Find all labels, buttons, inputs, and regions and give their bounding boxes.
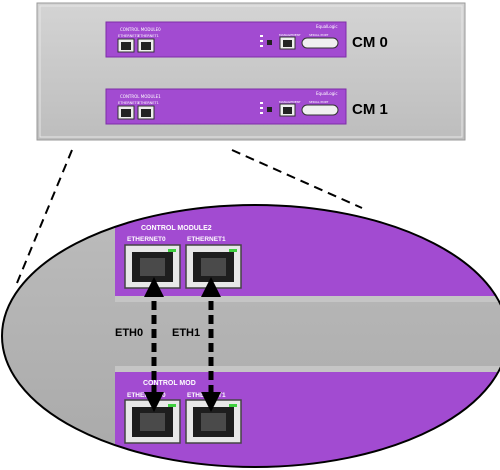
ethernet-port-0-socket [121,42,131,50]
reset-button[interactable] [267,40,272,45]
zoom-bottom-ethernet-port-1[interactable] [185,399,242,444]
chassis-bevel [39,5,463,138]
eth-links: ETH0 ETH1 [115,277,221,412]
zoom-top-module-rail [115,296,500,302]
leader-line-left [16,149,73,284]
management-label: MANAGEMENT [279,33,301,37]
eth1-link-label: ETH1 [172,327,200,339]
link-led [168,249,176,252]
zoom-top-port-label-eth0: ETHERNET0 [127,236,166,243]
serial-port-label: SERIAL PORT [309,33,328,37]
management-label: MANAGEMENT [279,100,301,104]
ethernet-port-0-socket [121,109,131,117]
control-module-1: CONTROL MODULE1 ETHERNET0 ETHERNET1 Equa… [105,88,388,125]
port-label-eth0: ETHERNET0 [118,34,139,38]
brand-label: EqualLogic [316,24,338,29]
zoom-bottom-ethernet-port-0[interactable] [124,399,181,444]
zoom-bottom-port-label-eth0: ETHERNET0 [127,392,166,399]
module-label-cm1: CM 1 [352,101,388,118]
status-led [260,35,263,37]
module-title: CONTROL MODULE0 [120,27,161,32]
module-title: CONTROL MODULE1 [120,94,161,99]
zoom-ellipse-outline [1,204,500,468]
zoom-bottom-module-title: CONTROL MOD [143,380,196,387]
zoom-top-ethernet-port-1[interactable] [185,244,242,289]
zoom-bottom-port-label-eth1: ETHERNET1 [187,392,226,399]
leader-line-right [231,149,363,209]
link-led [168,404,176,407]
control-module-0: CONTROL MODULE0 ETHERNET0 ETHERNET1 Equa… [105,21,388,58]
management-port-socket [283,107,292,114]
zoom-detail: CONTROL MODULE2 ETHERNET0 ETHERNET1 CONT… [1,204,500,468]
port-label-eth1: ETHERNET1 [138,34,159,38]
ethernet-port-1-socket [141,109,151,117]
storage-chassis: CONTROL MODULE0 ETHERNET0 ETHERNET1 Equa… [36,2,466,141]
reset-button[interactable] [267,107,272,112]
link-led [229,249,237,252]
zoom-top-ethernet-port-0[interactable] [124,244,181,289]
zoom-leader-lines [16,149,363,284]
status-led [260,107,263,109]
port-label-eth1: ETHERNET1 [138,101,159,105]
status-led [260,102,263,104]
zoom-top-module-title: CONTROL MODULE2 [141,225,212,232]
link-led [229,404,237,407]
status-led [260,112,263,114]
zoom-bottom-module-rail [115,366,500,372]
ethernet-port-1-socket [141,42,151,50]
status-led [260,40,263,42]
serial-port-label: SERIAL PORT [309,100,328,104]
serial-port[interactable] [301,37,339,49]
module-label-cm0: CM 0 [352,34,388,51]
eth0-link-label: ETH0 [115,327,143,339]
brand-label: EqualLogic [316,91,338,96]
port-label-eth0: ETHERNET0 [118,101,139,105]
zoom-top-port-label-eth1: ETHERNET1 [187,236,226,243]
serial-port[interactable] [301,104,339,116]
management-port-socket [283,40,292,47]
status-led [260,45,263,47]
